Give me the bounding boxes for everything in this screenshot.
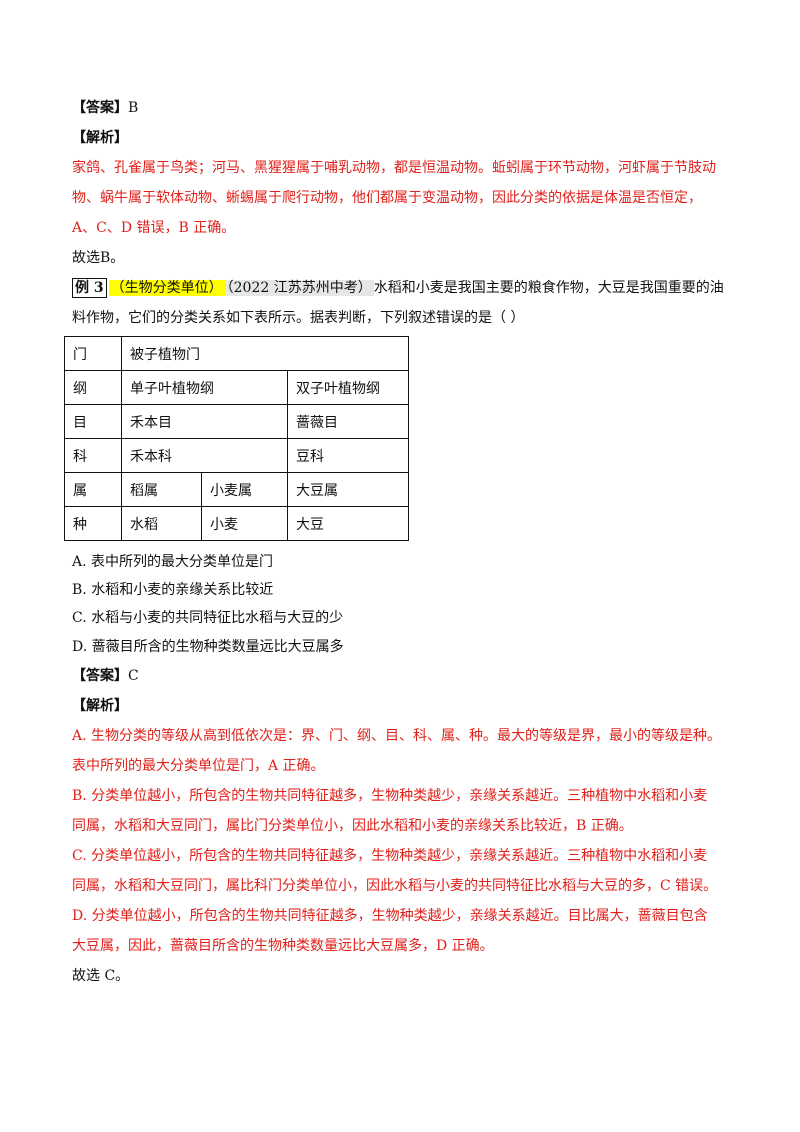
analysis-label: 【解析】 [72, 130, 128, 146]
analysis-text-line: B. 分类单位越小，所包含的生物共同特征越多，生物种类越少，亲缘关系越近。三种植… [72, 788, 708, 804]
example-question-line-2: 料作物，它们的分类关系如下表所示。据表判断，下列叙述错误的是（ ） [72, 310, 525, 326]
example-source: （2022 江苏苏州中考） [224, 280, 374, 296]
table-cell: 水稻 [121, 506, 202, 541]
table-row: 门 被子植物门 [64, 336, 410, 371]
table-cell: 小麦属 [201, 472, 288, 507]
table-cell: 种 [64, 506, 122, 541]
table-cell: 属 [64, 472, 122, 507]
table-cell: 禾本科 [121, 438, 288, 473]
example-topic: （生物分类单位） [108, 280, 225, 296]
table-row: 目 禾本目 蔷薇目 [64, 404, 410, 439]
table-row: 属 稻属 小麦属 大豆属 [64, 472, 410, 507]
analysis-text-line: D. 分类单位越小，所包含的生物共同特征越多，生物种类越少，亲缘关系越近。目比属… [72, 908, 708, 924]
table-cell: 大豆 [286, 506, 410, 541]
example-question-line-1: 例 3（生物分类单位）（2022 江苏苏州中考）水稻和小麦是我国主要的粮食作物，… [72, 278, 724, 298]
table-cell: 门 [64, 336, 122, 371]
analysis-label: 【解析】 [72, 698, 128, 714]
analysis-conclusion: 故选B。 [72, 250, 125, 266]
answer-value: C [128, 668, 139, 684]
table-cell: 目 [64, 404, 122, 439]
answer-line-2: 【答案】C [72, 666, 139, 686]
analysis-text-line: 表中所列的最大分类单位是门，A 正确。 [72, 758, 325, 774]
analysis-text-line: 物、蜗牛属于软体动物、蜥蜴属于爬行动物，他们都属于变温动物，因此分类的依据是体温… [72, 190, 702, 206]
answer-label: 【答案】 [72, 100, 128, 116]
table-cell: 稻属 [121, 472, 202, 507]
analysis-text-line: A、C、D 错误，B 正确。 [72, 220, 236, 236]
analysis-text-line: A. 生物分类的等级从高到低依次是：界、门、纲、目、科、属、种。最大的等级是界，… [72, 728, 722, 744]
table-cell: 纲 [64, 370, 122, 405]
analysis-text-line: 家鸽、孔雀属于鸟类；河马、黑猩猩属于哺乳动物，都是恒温动物。蚯蚓属于环节动物，河… [72, 160, 716, 176]
analysis-text-line: C. 分类单位越小，所包含的生物共同特征越多，生物种类越少，亲缘关系越近。三种植… [72, 848, 708, 864]
answer-value: B [128, 100, 139, 116]
option-d: D. 蔷薇目所含的生物种类数量远比大豆属多 [72, 639, 344, 655]
answer-line-1: 【答案】B [72, 98, 138, 118]
question-text: 水稻和小麦是我国主要的粮食作物，大豆是我国重要的油 [373, 280, 724, 296]
analysis-conclusion: 故选 C。 [72, 968, 130, 984]
option-c: C. 水稻与小麦的共同特征比水稻与大豆的少 [72, 610, 344, 626]
table-row: 科 禾本科 豆科 [64, 438, 410, 473]
answer-label: 【答案】 [72, 668, 128, 684]
table-row: 种 水稻 小麦 大豆 [64, 506, 410, 541]
table-cell: 被子植物门 [120, 336, 410, 371]
table-cell: 大豆属 [286, 472, 410, 507]
table-cell: 小麦 [201, 506, 288, 541]
option-b: B. 水稻和小麦的亲缘关系比较近 [72, 582, 274, 598]
table-cell: 单子叶植物纲 [121, 370, 288, 405]
example-tag: 例 3 [72, 278, 107, 298]
table-cell: 豆科 [286, 438, 410, 473]
option-a: A. 表中所列的最大分类单位是门 [72, 554, 274, 570]
analysis-text-line: 大豆属，因此，蔷薇目所含的生物种类数量远比大豆属多，D 正确。 [72, 938, 494, 954]
classification-table: 门 被子植物门 纲 单子叶植物纲 双子叶植物纲 目 禾本目 蔷薇目 科 禾本科 … [64, 336, 410, 541]
table-cell: 禾本目 [121, 404, 288, 439]
table-cell: 蔷薇目 [286, 404, 410, 439]
table-row: 纲 单子叶植物纲 双子叶植物纲 [64, 370, 410, 405]
table-cell: 科 [64, 438, 122, 473]
analysis-text-line: 同属，水稻和大豆同门，属比科门分类单位小，因此水稻与小麦的共同特征比水稻与大豆的… [72, 878, 718, 894]
analysis-text-line: 同属，水稻和大豆同门，属比门分类单位小，因此水稻和小麦的亲缘关系比较近，B 正确… [72, 818, 633, 834]
table-cell: 双子叶植物纲 [286, 370, 410, 405]
